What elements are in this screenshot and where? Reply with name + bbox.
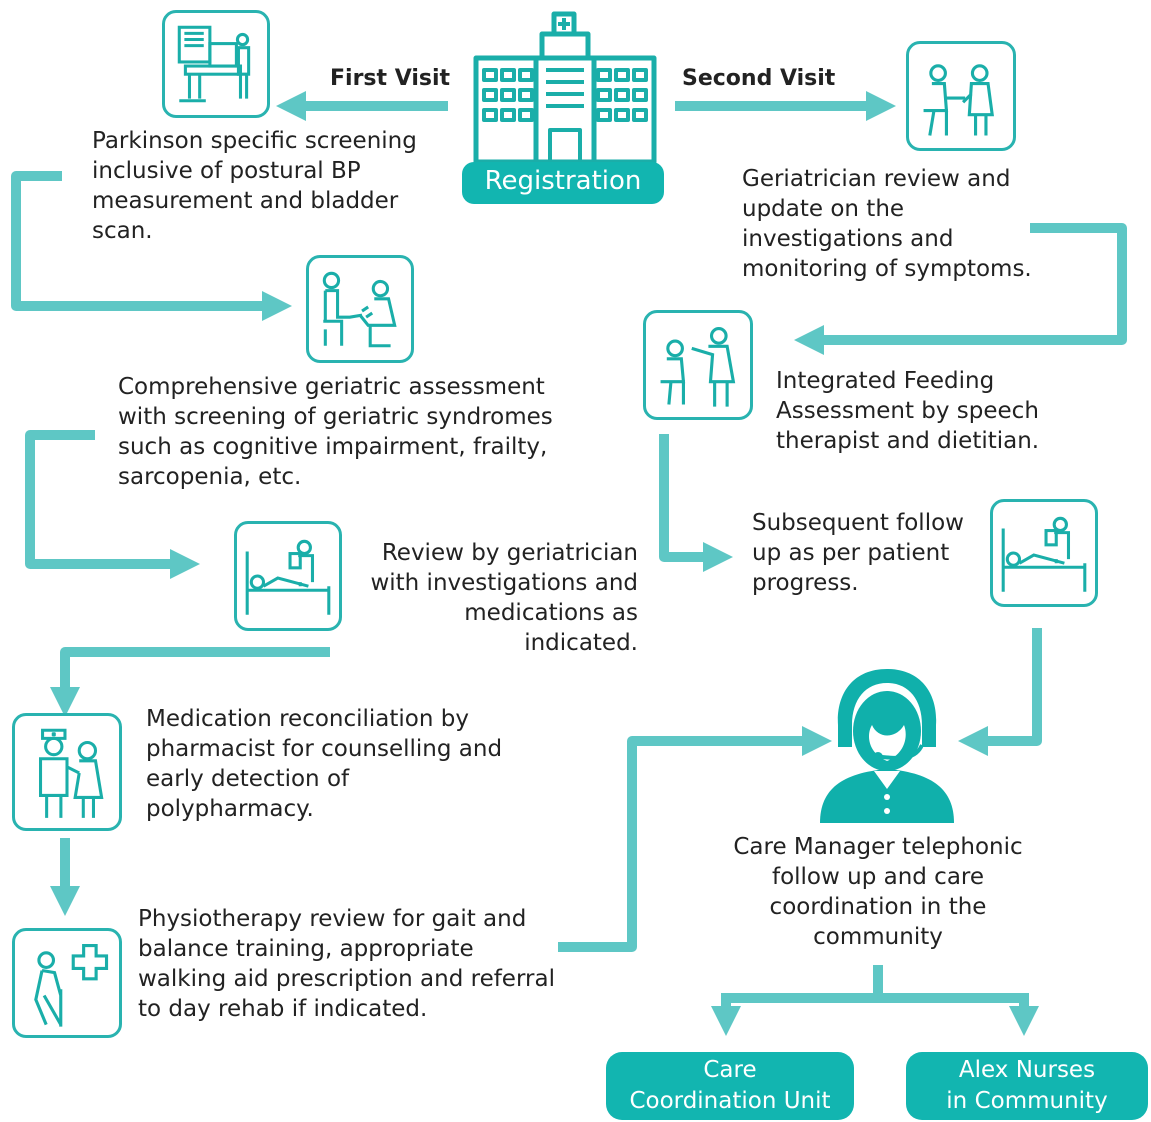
- nurse-patient-icon: [12, 713, 122, 831]
- physiotherapy-review-text: Physiotherapy review for gait and balanc…: [138, 906, 555, 1022]
- arrow-care-manager-split: [721, 965, 1029, 1020]
- arrow-to-geriatrician-review: [25, 430, 200, 579]
- hospital-bed-doctor-icon: [234, 521, 342, 631]
- arrow-to-feeding-assessment: [794, 223, 1127, 355]
- arrow-physio-to-care-manager: [558, 726, 832, 952]
- hospital-building-icon: [470, 10, 660, 165]
- alex-nurses-box: Alex Nurses in Community: [906, 1052, 1148, 1120]
- foot-examination-icon: [306, 255, 414, 363]
- alex-nurses-line2: in Community: [946, 1088, 1108, 1114]
- first-visit-label: First Visit: [330, 66, 451, 91]
- hospital-bed-doctor-icon: [990, 499, 1098, 607]
- care-manager-text: Care Manager telephonic follow up and ca…: [733, 834, 1023, 950]
- elderly-walking-aid-icon: [12, 928, 122, 1038]
- consultation-icon: [906, 41, 1016, 151]
- arrow-follow-up-to-care-manager: [958, 628, 1042, 756]
- alex-nurses-line1: Alex Nurses: [958, 1057, 1096, 1083]
- geriatrician-review-text: Review by geriatrician with investigatio…: [370, 540, 638, 656]
- care-coordination-unit-line2: Coordination Unit: [629, 1088, 831, 1114]
- bp-measurement-machine-icon: [162, 10, 270, 118]
- arrow-to-subsequent-follow-up: [659, 434, 733, 572]
- medication-reconciliation-text: Medication reconciliation by pharmacist …: [146, 706, 503, 822]
- second-visit-label: Second Visit: [682, 66, 836, 91]
- registration-label: Registration: [462, 162, 664, 204]
- care-coordination-unit-line1: Care: [703, 1057, 757, 1083]
- speech-therapist-icon: [643, 310, 753, 420]
- parkinson-screening-text: Parkinson specific screening inclusive o…: [92, 128, 417, 244]
- geriatric-assessment-text: Comprehensive geriatric assessment with …: [118, 374, 553, 490]
- arrow-to-geriatric-assessment: [11, 171, 292, 321]
- feeding-assessment-text: Integrated Feeding Assessment by speech …: [776, 368, 1040, 454]
- arrow-to-medication-reconciliation: [50, 647, 330, 717]
- call-center-agent-icon: [812, 665, 962, 825]
- subsequent-follow-up-text: Subsequent follow up as per patient prog…: [752, 510, 964, 596]
- care-coordination-unit-box: Care Coordination Unit: [606, 1052, 854, 1120]
- geriatrician-update-text: Geriatrician review and update on the in…: [742, 166, 1032, 282]
